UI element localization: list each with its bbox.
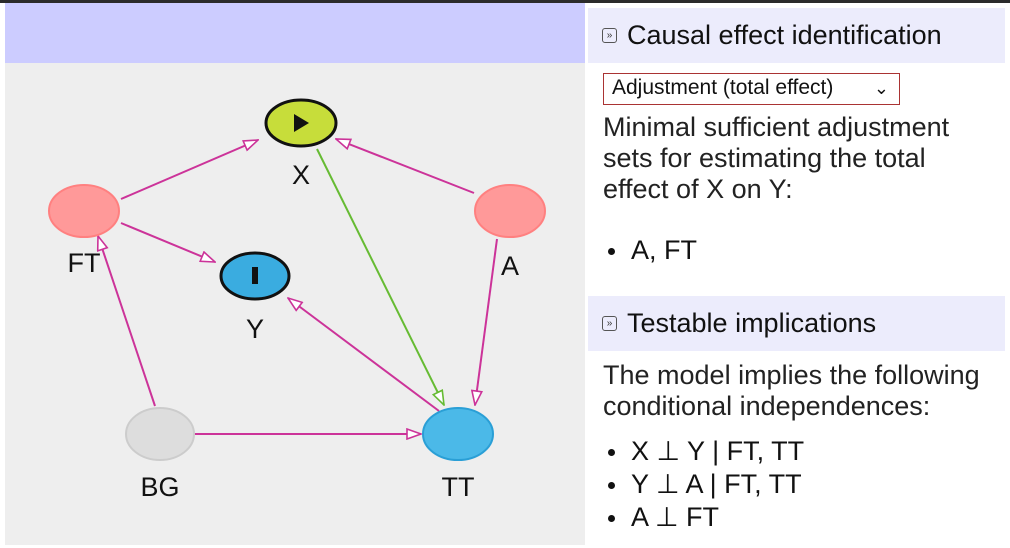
edge-a-tt[interactable] bbox=[475, 238, 498, 405]
chevron-down-icon: ⌄ bbox=[873, 78, 889, 98]
implication-item: X ⊥ Y | FT, TT bbox=[603, 435, 804, 468]
node-y[interactable]: Y bbox=[219, 251, 291, 344]
testable-implications-header[interactable]: » Testable implications bbox=[588, 296, 1005, 351]
node-bg[interactable]: BG bbox=[125, 407, 195, 502]
top-border bbox=[0, 0, 1010, 3]
node-ft[interactable]: FT bbox=[48, 184, 120, 278]
causal-effect-header[interactable]: » Causal effect identification bbox=[588, 8, 1005, 63]
edge-tt-y[interactable] bbox=[288, 298, 440, 412]
node-x-label: X bbox=[292, 160, 310, 190]
adjustment-description: Minimal sufficient adjustment sets for e… bbox=[603, 112, 950, 204]
implication-item: A ⊥ FT bbox=[603, 501, 804, 534]
node-tt-label: TT bbox=[442, 472, 475, 502]
edge-ft-x[interactable] bbox=[120, 140, 258, 200]
adjustment-set-list: A, FT bbox=[603, 234, 697, 267]
bar-icon bbox=[252, 267, 258, 284]
collapse-icon[interactable]: » bbox=[602, 28, 617, 43]
node-ft-label: FT bbox=[68, 248, 101, 278]
node-bg-label: BG bbox=[140, 472, 179, 502]
implications-description: The model implies the following conditio… bbox=[603, 360, 980, 421]
node-x[interactable]: X bbox=[264, 98, 338, 190]
node-a-label: A bbox=[501, 251, 519, 281]
edge-x-tt[interactable] bbox=[316, 148, 444, 405]
node-y-label: Y bbox=[246, 314, 264, 344]
effect-type-select[interactable]: Adjustment (total effect) ⌄ bbox=[603, 73, 900, 105]
dag-svg[interactable]: X FT A Y BG TT bbox=[5, 63, 585, 545]
graph-toolbar-area bbox=[5, 3, 585, 63]
implications-list: X ⊥ Y | FT, TT Y ⊥ A | FT, TT A ⊥ FT bbox=[603, 435, 804, 534]
node-tt[interactable]: TT bbox=[422, 407, 494, 502]
node-a[interactable]: A bbox=[474, 184, 546, 281]
testable-implications-title: Testable implications bbox=[627, 308, 877, 338]
play-icon bbox=[294, 114, 309, 132]
edge-ft-y[interactable] bbox=[120, 222, 215, 263]
adjustment-set-item: A, FT bbox=[603, 234, 697, 267]
effect-type-value: Adjustment (total effect) bbox=[612, 76, 834, 99]
collapse-icon[interactable]: » bbox=[602, 316, 617, 331]
implication-item: Y ⊥ A | FT, TT bbox=[603, 468, 804, 501]
causal-effect-title: Causal effect identification bbox=[627, 20, 942, 50]
edge-bg-ft[interactable] bbox=[98, 236, 156, 407]
edge-a-x[interactable] bbox=[336, 138, 475, 194]
dag-canvas[interactable]: X FT A Y BG TT bbox=[5, 63, 585, 545]
